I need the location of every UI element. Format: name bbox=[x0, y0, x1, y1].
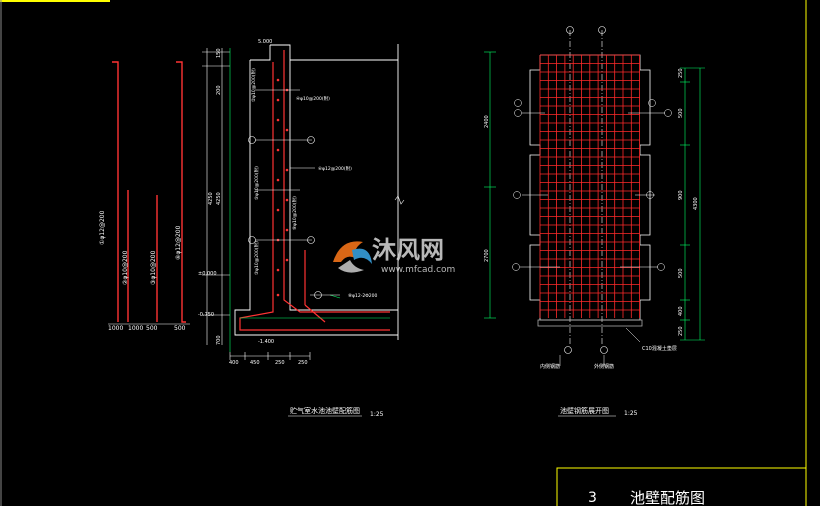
outer-rebar-label: 外侧钢筋 bbox=[594, 363, 614, 370]
callout-3: ③φ10@200(附) bbox=[253, 241, 260, 275]
bar-length-4: 500 bbox=[174, 325, 186, 332]
watermark-logo-icon bbox=[333, 241, 372, 273]
bar-length-3: 500 bbox=[146, 325, 158, 332]
callout-8: ⑧φ12-2Φ200 bbox=[348, 293, 377, 299]
dim-right-5: 400 bbox=[678, 306, 684, 316]
reinforcement-mesh bbox=[539, 54, 640, 318]
bar-label-1: ①φ12@200 bbox=[99, 210, 106, 245]
callout-9: ⑨φ10@200(附) bbox=[291, 196, 298, 230]
bar-length-1: 1000 bbox=[108, 325, 123, 332]
bar-label-4: ④φ12@200 bbox=[175, 225, 182, 260]
dim-bottom-1: 400 bbox=[229, 360, 239, 366]
callout-6: ⑥φ12@200(附) bbox=[318, 165, 352, 172]
mesh-callouts bbox=[512, 99, 672, 343]
dim-right-6: 250 bbox=[678, 326, 684, 336]
dim-top: 150 bbox=[216, 48, 222, 58]
level-low: -0.750 bbox=[198, 312, 214, 318]
watermark: 沐风网 www.mfcad.com bbox=[333, 236, 455, 275]
dim-right-3: 900 bbox=[678, 190, 684, 200]
left-drawing-title: 贮气室水池池壁配筋图 bbox=[290, 406, 360, 415]
dim-bottom-3: 250 bbox=[275, 360, 285, 366]
title-block: 3 池壁配筋图 bbox=[556, 467, 806, 506]
inner-rebar-label: 内侧钢筋 bbox=[540, 363, 560, 370]
watermark-brand: 沐风网 bbox=[372, 236, 444, 264]
callout-circles bbox=[248, 136, 322, 299]
watermark-url: www.mfcad.com bbox=[381, 265, 455, 275]
bar-label-3: ③φ10@200 bbox=[150, 250, 157, 285]
callout-2: ②φ10@200(附) bbox=[250, 68, 257, 102]
left-drawing-scale: 1:25 bbox=[370, 411, 384, 418]
dim-right-total: 4300 bbox=[693, 197, 699, 210]
level-bot: -1.400 bbox=[258, 339, 274, 345]
dim-right-1: 250 bbox=[678, 68, 684, 78]
title-block-number: 3 bbox=[588, 490, 597, 506]
right-drawing-title: 池壁钢筋展开图 bbox=[560, 406, 609, 415]
level-top: 5.000 bbox=[258, 39, 272, 45]
dim-left-1: 2400 bbox=[484, 115, 490, 128]
dim-bot: 700 bbox=[216, 335, 222, 345]
bar-length-2: 1000 bbox=[128, 325, 143, 332]
right-elevation-drawing: 2400 2700 250 500 900 500 400 250 4300 内… bbox=[484, 26, 705, 417]
left-section-drawing: ①φ12@200 ②φ10@200 ③φ10@200 ④φ12@200 1000… bbox=[99, 39, 405, 418]
left-dimension-chain bbox=[202, 48, 230, 345]
bar-schedule bbox=[112, 61, 186, 323]
wall-rebar-dots bbox=[276, 78, 289, 297]
dim-bottom-2: 450 bbox=[250, 360, 260, 366]
callout-4: ④φ10@200(附) bbox=[296, 95, 330, 102]
dim-bottom-4: 250 bbox=[298, 360, 308, 366]
callout-leaders bbox=[255, 89, 340, 296]
dim-mid: 4250 bbox=[208, 192, 214, 205]
axis-bubbles bbox=[564, 26, 608, 354]
bar-label-2: ②φ10@200 bbox=[122, 250, 129, 285]
concrete-note: C10混凝土垫层 bbox=[642, 345, 677, 352]
dim-right-2: 500 bbox=[678, 108, 684, 118]
dim-left-2: 2700 bbox=[484, 249, 490, 262]
dim-right-4: 500 bbox=[678, 268, 684, 278]
wall-outline bbox=[234, 44, 399, 340]
callout-5: ⑤φ10@200(附) bbox=[253, 166, 260, 200]
level-mid: ±0.000 bbox=[198, 271, 217, 277]
title-block-title: 池壁配筋图 bbox=[630, 489, 705, 506]
dim-inner-1: 200 bbox=[216, 85, 222, 95]
dim-inner-3: 4250 bbox=[216, 192, 222, 205]
right-drawing-scale: 1:25 bbox=[624, 410, 638, 417]
